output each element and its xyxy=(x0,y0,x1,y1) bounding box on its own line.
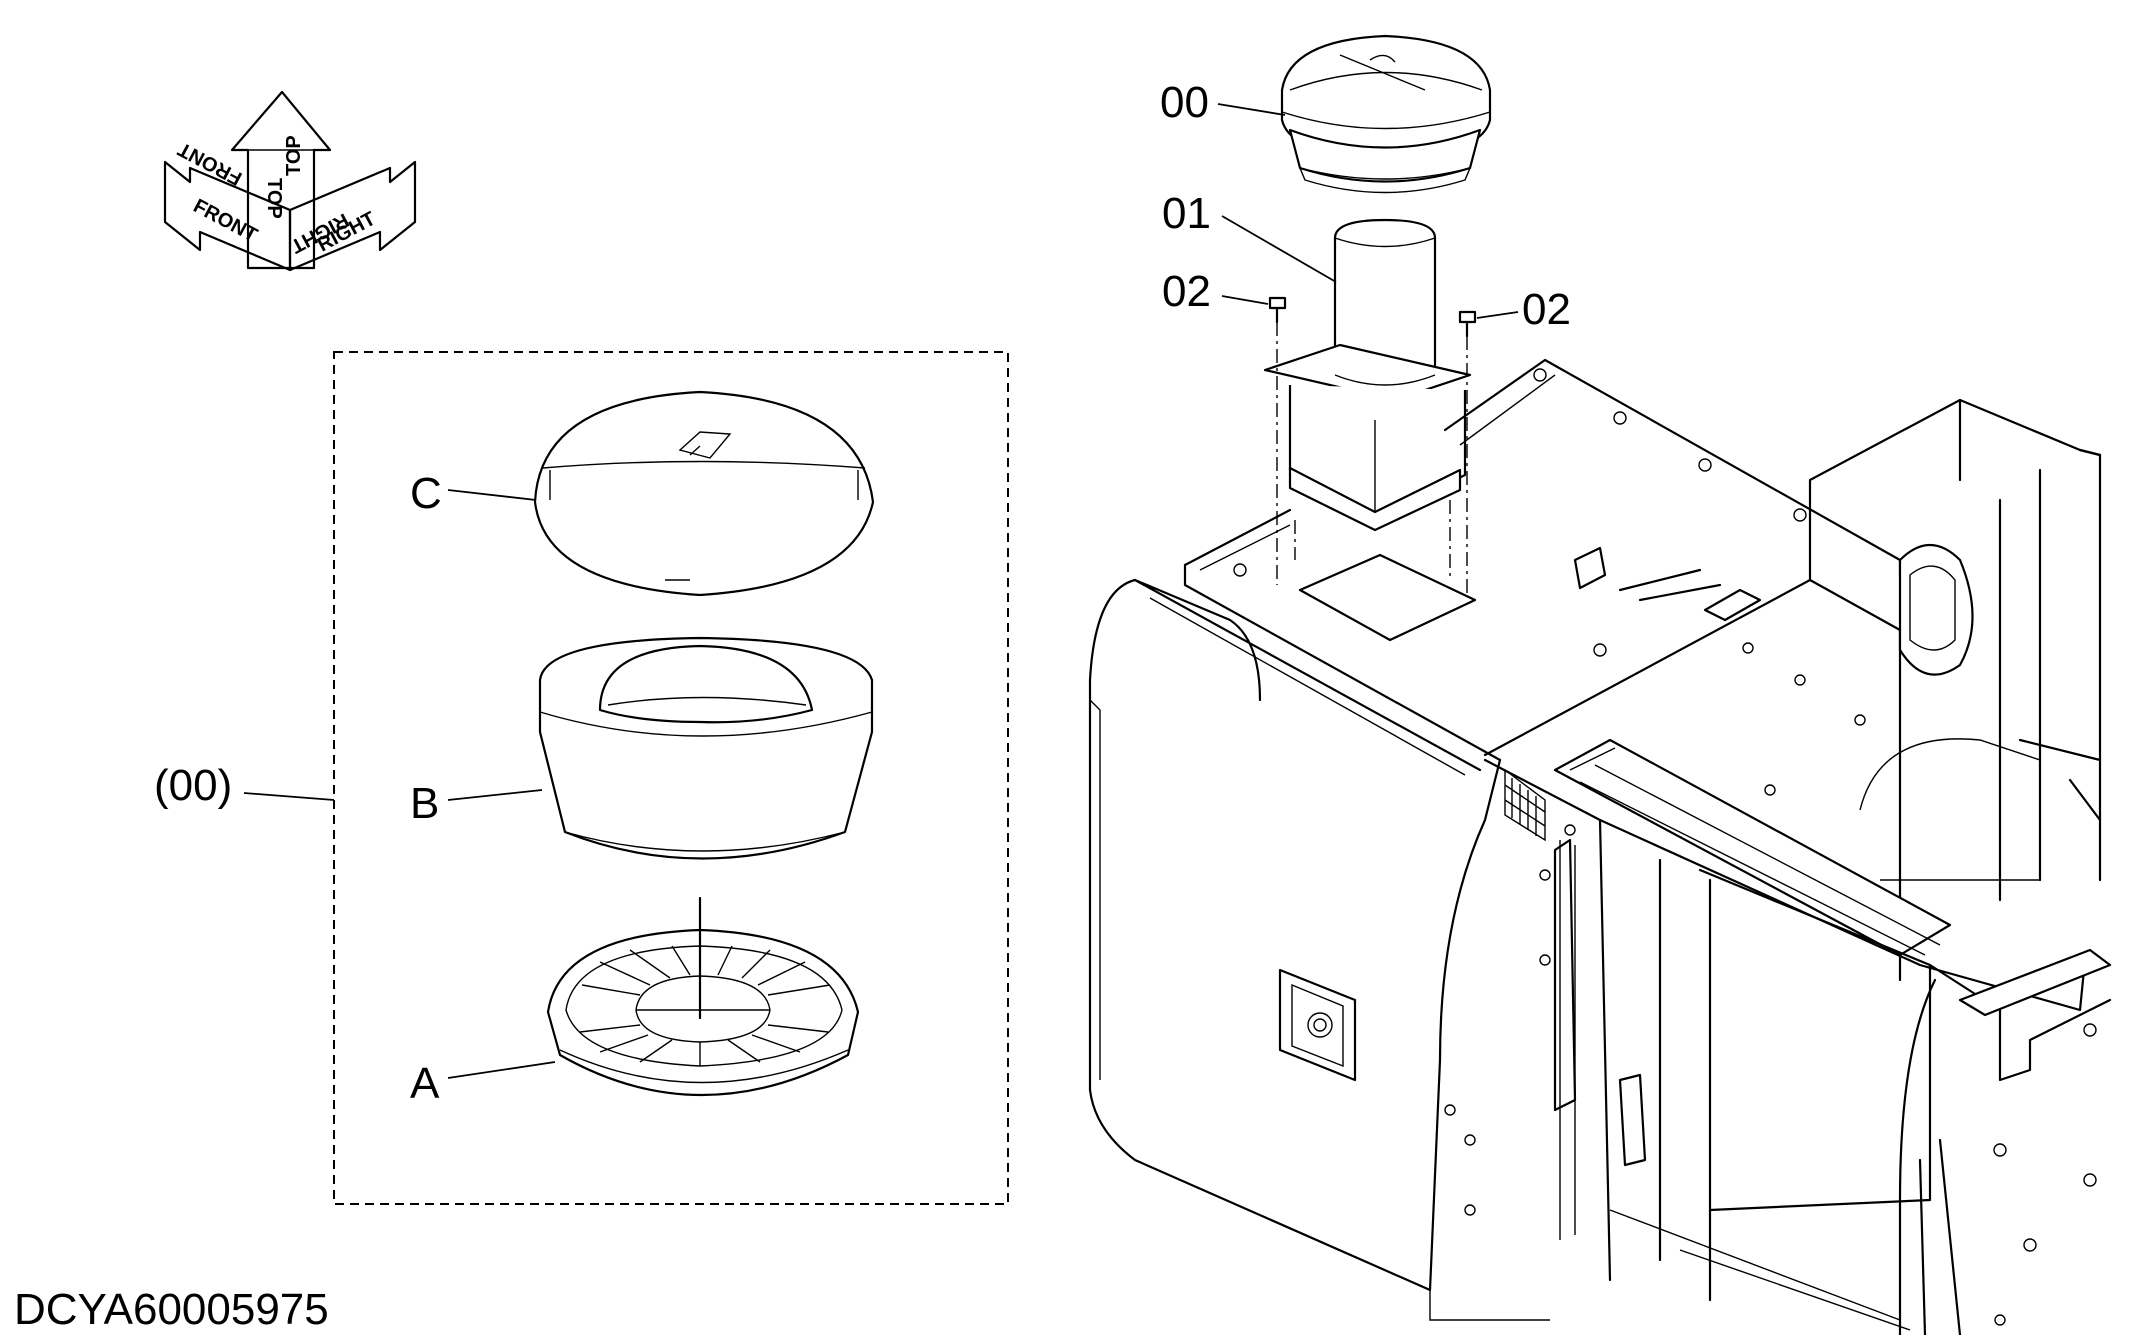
detail-group-leader xyxy=(243,792,335,801)
cover-assembly-leader xyxy=(1217,103,1286,116)
part-c-dome-cap xyxy=(533,390,875,597)
cover-assembly-callout: 00 xyxy=(1160,78,1209,127)
detail-frame xyxy=(333,351,1009,1205)
top-arrow-icon xyxy=(230,90,332,270)
part-b-leader xyxy=(447,789,543,801)
part-a-callout: A xyxy=(410,1059,440,1108)
part-c-leader xyxy=(447,489,537,501)
right-arrow-icon xyxy=(288,160,417,272)
part-a-leader xyxy=(447,1061,556,1079)
part-b-callout: B xyxy=(410,779,439,828)
front-arrow-icon xyxy=(163,160,292,272)
intake-pipe-callout: 01 xyxy=(1162,189,1211,238)
orientation-key: FRONT FRONT TOP TOP RIGHT RIGHT xyxy=(163,90,417,272)
cover-assembly xyxy=(1280,34,1492,194)
document-id: DCYA60005975 xyxy=(14,1285,329,1334)
detail-group-callout: (00) xyxy=(154,761,232,810)
housing-side-panel xyxy=(1088,578,1550,1321)
frame-structure xyxy=(1444,398,2112,1337)
bolt-right-leader xyxy=(1476,311,1519,319)
bolt-left-callout: 02 xyxy=(1162,267,1211,316)
part-b-ring xyxy=(538,636,874,860)
bolt-left xyxy=(1268,296,1287,324)
intake-pipe xyxy=(1263,218,1472,532)
bolt-right xyxy=(1458,310,1477,338)
top-label-mirrored: TOP xyxy=(283,135,305,176)
intake-pipe-leader xyxy=(1221,215,1337,283)
grille xyxy=(1504,768,1546,842)
part-a-base-tray xyxy=(546,896,860,1097)
detail-box: (00) C B xyxy=(154,351,1009,1205)
part-c-callout: C xyxy=(410,469,442,518)
bolt-left-leader xyxy=(1221,295,1269,305)
main-assembly: 00 01 02 02 xyxy=(1088,34,2112,1337)
top-label: TOP xyxy=(263,178,285,219)
right-label-mirrored: RIGHT xyxy=(287,209,352,258)
bolt-right-callout: 02 xyxy=(1522,285,1571,334)
